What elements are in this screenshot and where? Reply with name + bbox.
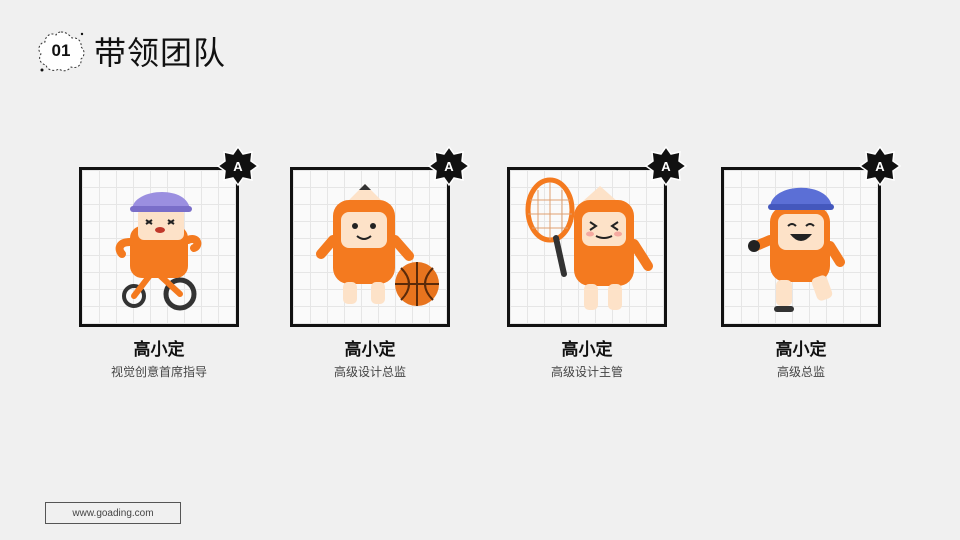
member-photo-frame	[290, 167, 450, 327]
basketball-mascot-icon	[316, 184, 439, 306]
cloud-badge-icon	[38, 31, 85, 72]
member-role: 视觉创意首席指导	[110, 365, 207, 379]
member-photo-frame	[721, 167, 881, 327]
member-role: 高级设计主管	[550, 365, 623, 379]
star-badge-icon	[217, 145, 259, 187]
member-name: 高小定	[561, 340, 613, 360]
grade-badge: A	[217, 145, 259, 187]
member-name: 高小定	[344, 340, 396, 360]
grade-badge: A	[645, 145, 687, 187]
page-header: 01 带领团队	[36, 28, 226, 74]
section-number: 01	[51, 41, 71, 60]
member-role: 高级总监	[776, 365, 825, 379]
star-badge-icon	[859, 145, 901, 187]
grade-label: A	[233, 158, 243, 174]
member-role: 高级设计总监	[333, 365, 406, 379]
section-number-badge: 01	[36, 28, 86, 74]
member-name: 高小定	[133, 340, 185, 360]
grade-label: A	[444, 158, 454, 174]
grade-badge: A	[859, 145, 901, 187]
grade-label: A	[875, 158, 885, 174]
member-photo-frame	[79, 167, 239, 327]
grade-badge: A	[428, 145, 470, 187]
page-title: 带领团队	[94, 34, 227, 72]
grade-label: A	[661, 158, 671, 174]
member-name: 高小定	[775, 340, 827, 360]
member-photo-frame	[507, 167, 667, 327]
tennis-mascot-icon	[525, 177, 653, 310]
star-badge-icon	[428, 145, 470, 187]
star-badge-icon	[645, 145, 687, 187]
bike-rider-mascot-icon	[115, 191, 202, 311]
footer-website-link[interactable]: www.goading.com	[45, 502, 181, 524]
skater-mascot-icon	[748, 187, 845, 312]
